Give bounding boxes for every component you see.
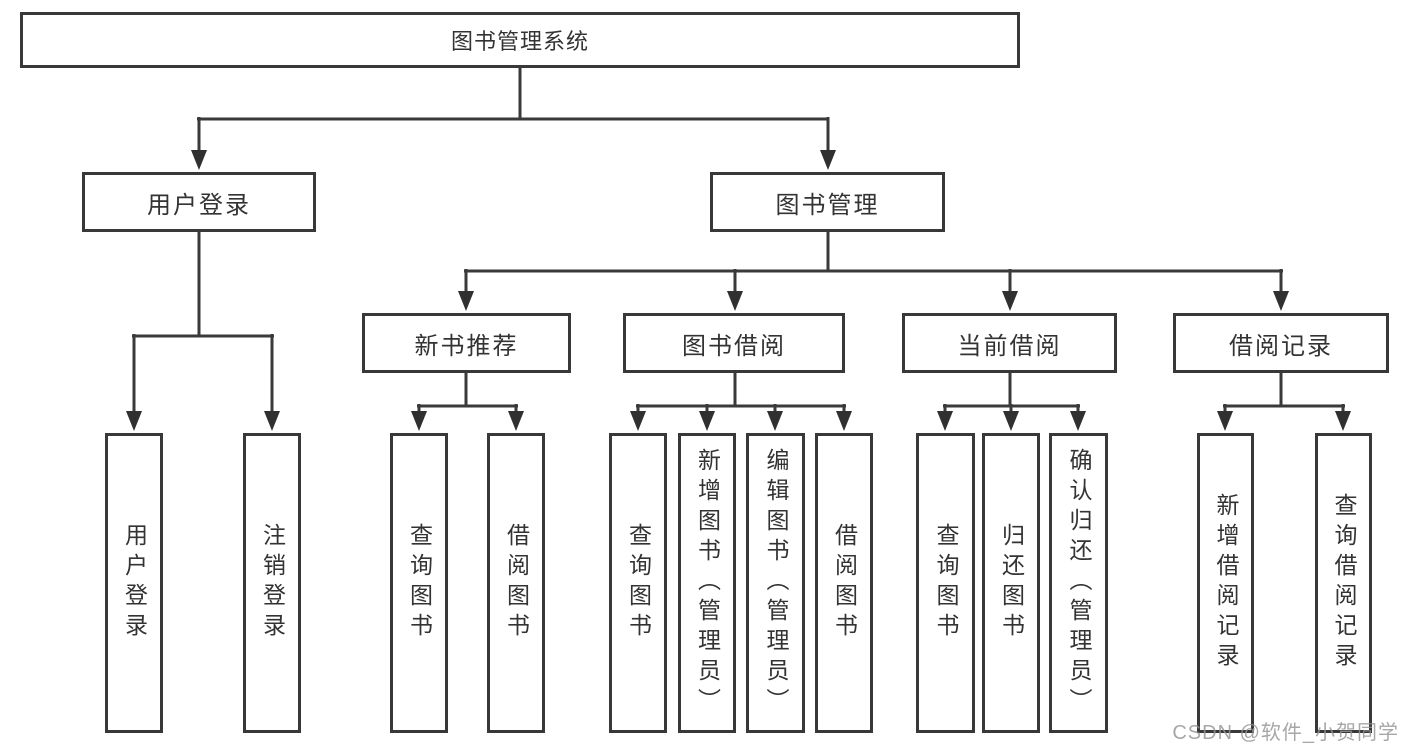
node-book-management: 图书管理 — [710, 172, 945, 232]
node-user-login: 用户登录 — [82, 172, 316, 232]
leaf-add-book-admin: 新增图书（管理员） — [678, 433, 736, 733]
leaf-return-book: 归还图书 — [982, 433, 1040, 733]
leaf-logout: 注销登录 — [243, 433, 301, 733]
leaf-borrow-books: 借阅图书 — [815, 433, 873, 733]
leaf-query-books-borrow: 查询图书 — [609, 433, 667, 733]
leaf-query-books-recommend: 查询图书 — [390, 433, 448, 733]
node-borrow-records: 借阅记录 — [1173, 313, 1389, 373]
leaf-user-login: 用户登录 — [105, 433, 163, 733]
leaf-edit-book-admin: 编辑图书（管理员） — [746, 433, 805, 733]
node-root: 图书管理系统 — [20, 12, 1020, 68]
leaf-query-books-current: 查询图书 — [916, 433, 975, 733]
watermark: CSDN @软件_小贺同学 — [1172, 722, 1399, 744]
leaf-confirm-return-admin: 确认归还（管理员） — [1049, 433, 1108, 733]
leaf-borrow-books-recommend: 借阅图书 — [487, 433, 545, 733]
node-new-book-recommend: 新书推荐 — [362, 313, 571, 373]
node-book-borrow: 图书借阅 — [623, 313, 845, 373]
leaf-query-borrow-record: 查询借阅记录 — [1315, 433, 1372, 733]
leaf-add-borrow-record: 新增借阅记录 — [1197, 433, 1254, 733]
node-current-borrow: 当前借阅 — [902, 313, 1117, 373]
